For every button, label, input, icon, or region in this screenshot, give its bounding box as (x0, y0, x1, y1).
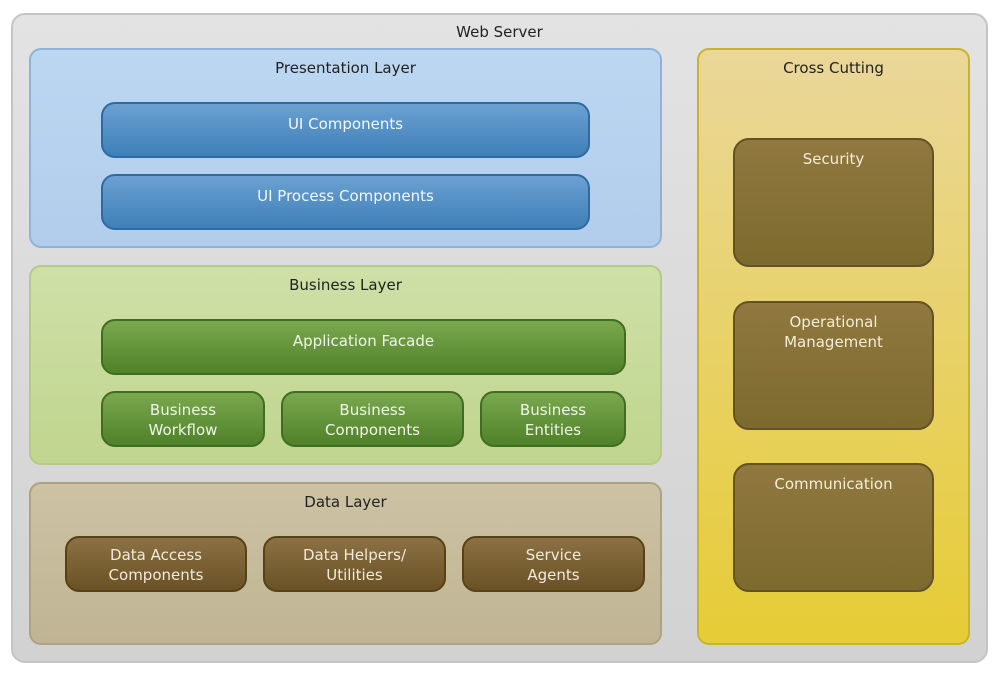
ui-components-box: UI Components (101, 102, 590, 158)
business-layer-title: Business Layer (289, 276, 402, 294)
security-box: Security (733, 138, 934, 267)
service-agents-box: Service Agents (462, 536, 645, 592)
data-access-components-box: Data Access Components (65, 536, 247, 592)
business-workflow-box: Business Workflow (101, 391, 265, 447)
ui-process-components-box: UI Process Components (101, 174, 590, 230)
business-entities-box: Business Entities (480, 391, 626, 447)
application-facade-box: Application Facade (101, 319, 626, 375)
cross-cutting-title: Cross Cutting (783, 59, 884, 77)
communication-box: Communication (733, 463, 934, 592)
data-helpers-utilities-box: Data Helpers/ Utilities (263, 536, 446, 592)
data-layer-title: Data Layer (304, 493, 387, 511)
business-components-box: Business Components (281, 391, 464, 447)
operational-management-box: Operational Management (733, 301, 934, 430)
presentation-layer-title: Presentation Layer (275, 59, 416, 77)
web-server-title: Web Server (456, 23, 543, 41)
